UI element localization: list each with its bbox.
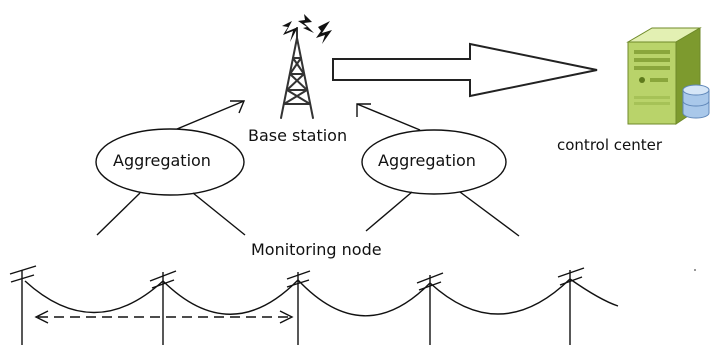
aggregation-uplink-right (356, 103, 421, 131)
aggregation-node-right (361, 129, 507, 195)
base-station-label: Base station (248, 126, 348, 145)
aggregation-left-label: Aggregation (113, 151, 211, 170)
server-icon (626, 27, 702, 125)
signal-bolt-icon (282, 14, 332, 44)
control-center-label: control center (557, 136, 663, 154)
radio-tower-icon (280, 27, 314, 119)
monitoring-node-label: Monitoring node (251, 240, 382, 259)
sensor-links (96, 191, 520, 237)
aggregation-uplink-left (176, 100, 246, 130)
aggregation-node-left (95, 128, 245, 196)
span-distance-indicator (34, 310, 294, 324)
database-icon (682, 84, 710, 119)
stray-dot (694, 269, 696, 271)
aggregation-right-label: Aggregation (378, 151, 476, 170)
uplink-arrow (332, 42, 598, 98)
power-line (9, 265, 619, 345)
